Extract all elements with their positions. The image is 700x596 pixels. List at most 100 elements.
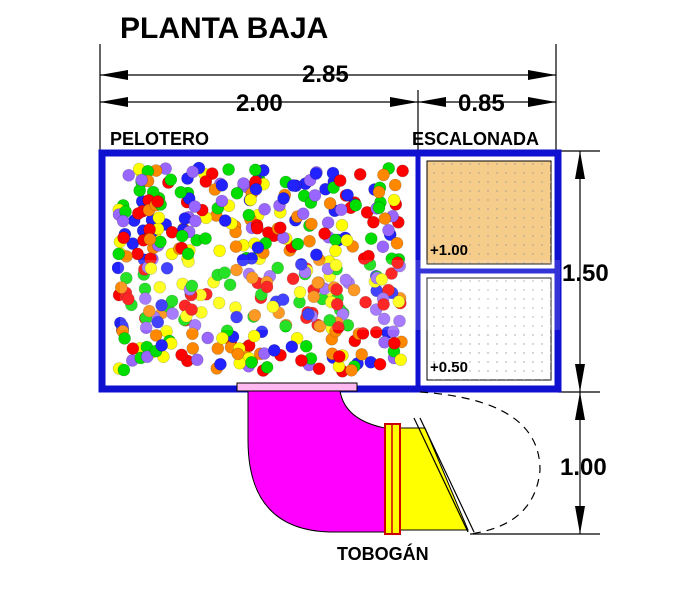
ball — [367, 215, 380, 229]
ball — [186, 327, 199, 341]
ball — [189, 214, 202, 228]
ball — [143, 304, 156, 318]
ball-pit-balls — [112, 161, 409, 378]
upper-level-label: +1.00 — [430, 242, 468, 259]
slide-depth-dimension: 1.00 — [560, 454, 607, 481]
ball — [388, 178, 402, 192]
ball — [394, 353, 408, 367]
ball — [318, 227, 331, 240]
ball — [218, 214, 232, 227]
ball — [305, 217, 318, 231]
ball — [285, 340, 299, 354]
left-width-dimension: 2.00 — [236, 90, 283, 117]
ball — [339, 273, 353, 287]
depth-dimension: 1.50 — [562, 260, 609, 287]
ball — [190, 353, 204, 367]
ball — [118, 332, 131, 345]
ball — [151, 195, 164, 208]
ball — [332, 321, 345, 334]
dimension-arrows — [100, 70, 585, 534]
ball — [151, 315, 165, 329]
ball — [199, 232, 212, 245]
ball — [164, 173, 178, 186]
ball — [237, 177, 250, 190]
ball — [165, 294, 179, 308]
ball — [139, 292, 152, 305]
ball — [329, 258, 343, 272]
ball — [321, 216, 335, 229]
ball — [271, 261, 285, 275]
ball — [308, 189, 322, 202]
ball — [201, 331, 214, 345]
ball — [140, 350, 154, 364]
ball — [216, 331, 229, 345]
ball — [231, 347, 245, 361]
ball — [185, 279, 199, 293]
ball — [143, 232, 157, 246]
ball — [326, 166, 340, 180]
ball — [213, 244, 226, 258]
ball — [186, 165, 199, 179]
ball — [149, 329, 163, 342]
slide-label: TOBOGÁN — [337, 544, 429, 564]
ball — [117, 231, 130, 244]
ball — [377, 168, 390, 182]
ball — [372, 201, 386, 214]
ball — [286, 179, 300, 192]
ball — [364, 232, 378, 245]
ball — [166, 307, 179, 320]
ball — [223, 278, 237, 292]
ball — [372, 185, 386, 199]
ball — [385, 267, 398, 280]
ball — [260, 280, 274, 294]
ball — [376, 240, 390, 253]
ball — [215, 179, 229, 192]
ball — [329, 244, 342, 258]
ball — [247, 329, 261, 343]
ball — [311, 276, 325, 290]
ball — [185, 303, 198, 316]
plan-title: PLANTA BAJA — [120, 12, 329, 45]
ball — [333, 174, 347, 187]
ball — [353, 168, 367, 181]
ball-pit-label: PELOTERO — [110, 129, 210, 149]
ball — [218, 266, 231, 280]
ball — [258, 202, 271, 216]
ball — [244, 193, 257, 207]
ball — [355, 348, 369, 361]
ball — [236, 253, 250, 267]
ball — [116, 214, 130, 228]
ball — [112, 261, 125, 275]
slide — [236, 382, 541, 535]
ball — [302, 307, 315, 321]
ball — [249, 163, 262, 177]
ball — [212, 296, 226, 310]
ball — [323, 313, 337, 327]
ball — [139, 321, 153, 335]
ball — [349, 198, 363, 212]
ball — [330, 283, 344, 296]
ball — [296, 207, 310, 221]
ball — [215, 194, 229, 208]
ball — [329, 233, 342, 247]
ball — [393, 314, 406, 328]
lower-level-label: +0.50 — [430, 359, 468, 376]
ball — [178, 212, 192, 225]
ball — [186, 342, 200, 355]
ball — [133, 184, 146, 197]
ball — [387, 193, 401, 207]
ball — [222, 163, 235, 176]
ball — [377, 298, 390, 311]
ball — [375, 273, 389, 286]
ball — [277, 192, 290, 205]
ball — [396, 164, 409, 178]
ball — [117, 363, 131, 377]
ball — [126, 342, 140, 355]
ball — [267, 344, 281, 357]
ball — [312, 362, 326, 376]
ball — [341, 188, 354, 202]
ball — [323, 197, 337, 210]
ball — [174, 186, 188, 199]
ball — [175, 229, 189, 243]
